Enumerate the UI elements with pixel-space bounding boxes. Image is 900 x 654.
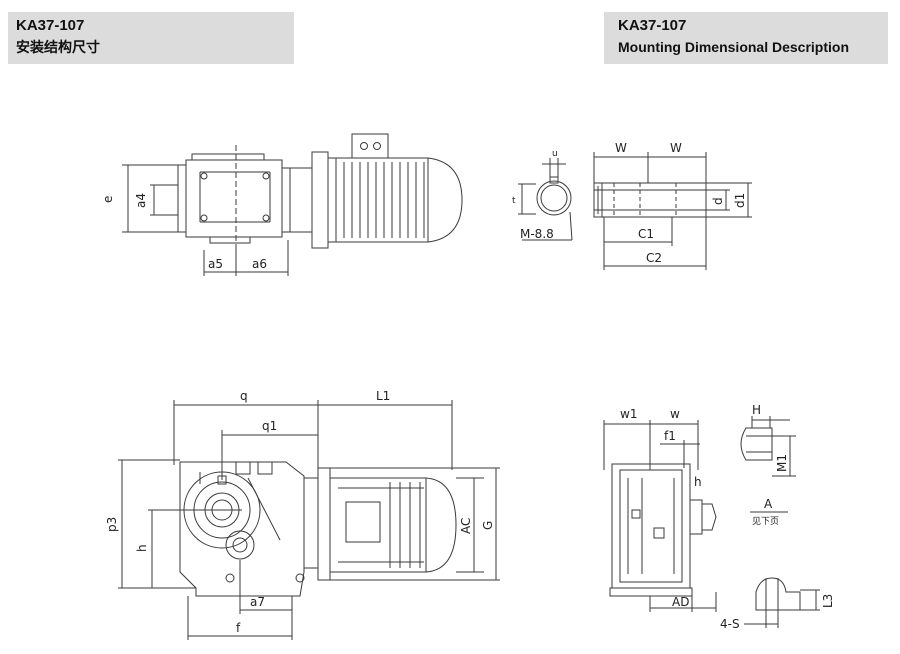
shaft-detail [518, 152, 752, 270]
label-a6: a6 [252, 257, 267, 271]
label-view-a: A [764, 497, 773, 511]
label-e: e [101, 196, 115, 203]
label-q1: q1 [262, 419, 277, 433]
header-right-subtitle: Mounting Dimensional Description [618, 39, 850, 55]
label-ad: AD [672, 595, 689, 609]
front-view [118, 400, 500, 640]
label-t: t [512, 196, 516, 206]
label-ac: AC [459, 518, 473, 534]
header-left: KA37-107 安装结构尺寸 [8, 12, 294, 64]
label-l3: L3 [821, 594, 835, 608]
label-h: h [135, 544, 149, 552]
label-w: w [670, 407, 680, 421]
label-m-thread: M-8.8 [520, 227, 554, 241]
header-right-model: KA37-107 [618, 17, 687, 34]
label-c1: C1 [638, 227, 654, 241]
label-g: G [481, 521, 495, 530]
label-c2: C2 [646, 251, 662, 265]
label-w-left: W [615, 141, 627, 155]
header-left-subtitle: 安装结构尺寸 [16, 39, 100, 55]
label-a4: a4 [134, 193, 148, 208]
label-l1: L1 [376, 389, 390, 403]
label-4s: 4-S [720, 617, 740, 631]
label-d: d [711, 197, 725, 205]
label-a5: a5 [208, 257, 223, 271]
label-p3: p3 [105, 517, 119, 532]
label-a7: a7 [250, 595, 265, 609]
label-u: u [552, 149, 558, 159]
label-m1: M1 [775, 454, 789, 472]
label-f1: f1 [664, 429, 676, 443]
label-f: f [236, 621, 241, 635]
header-left-model: KA37-107 [16, 17, 85, 34]
label-h-small: h [694, 475, 702, 489]
label-w-right: W [670, 141, 682, 155]
header-right: KA37-107 Mounting Dimensional Descriptio… [604, 12, 888, 64]
label-see-next-page: 见下页 [752, 516, 779, 527]
label-d1: d1 [733, 193, 747, 208]
label-h-detail: H [752, 403, 761, 417]
side-view [603, 416, 820, 628]
top-view [122, 133, 463, 276]
label-w1: w1 [620, 407, 637, 421]
label-q: q [240, 389, 248, 403]
